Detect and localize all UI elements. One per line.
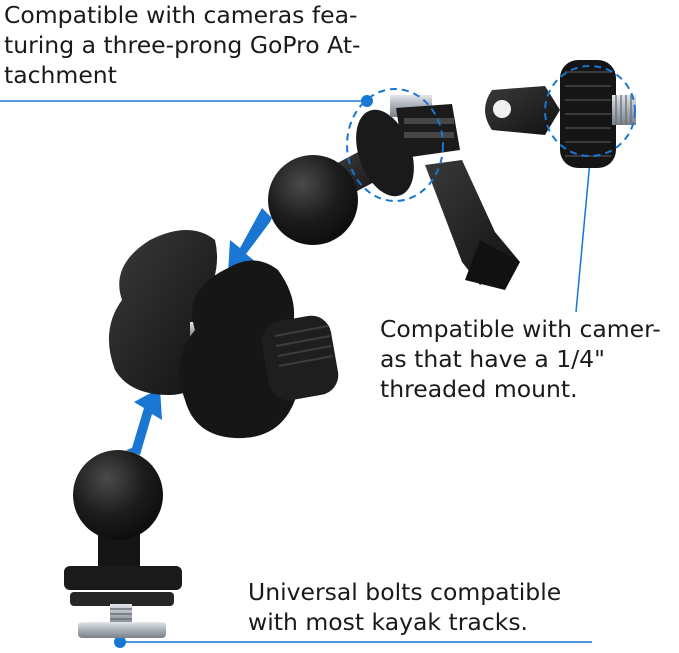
caption-gopro-compatibility: Compatible with cameras fea- turing a th… xyxy=(4,0,361,90)
arrow-icon xyxy=(126,208,272,455)
caption-line: Compatible with cameras fea- xyxy=(4,1,358,29)
gopro-adapter-icon xyxy=(268,88,520,290)
callout-line-gopro xyxy=(0,95,373,107)
ball-base-icon xyxy=(64,450,182,638)
callout-line-quarter xyxy=(575,144,597,313)
callout-line-bolts xyxy=(114,636,592,648)
quarter-inch-adapter-icon xyxy=(485,60,636,168)
caption-line: as that have a 1/4" xyxy=(380,345,605,373)
caption-universal-bolts: Universal bolts compatible with most kay… xyxy=(248,577,561,637)
caption-quarter-inch-compatibility: Compatible with camer- as that have a 1/… xyxy=(380,314,661,404)
double-socket-arm-icon xyxy=(108,230,339,439)
caption-line: Universal bolts compatible xyxy=(248,578,562,606)
caption-line: turing a three-prong GoPro At- xyxy=(4,31,361,59)
caption-line: Compatible with camer- xyxy=(380,315,661,343)
caption-line: tachment xyxy=(4,61,117,89)
caption-line: with most kayak tracks. xyxy=(248,608,529,636)
caption-line: threaded mount. xyxy=(380,375,578,403)
